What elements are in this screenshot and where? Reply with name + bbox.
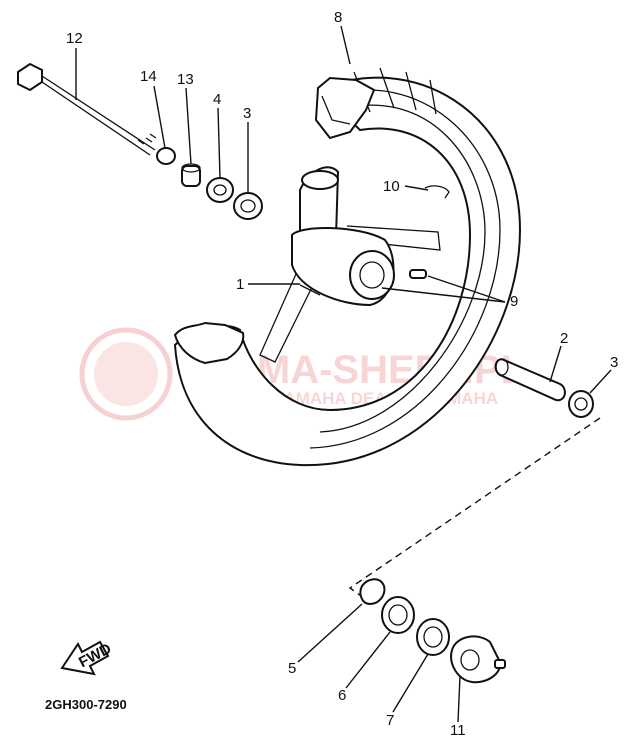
fwd-arrow-icon: FWD xyxy=(60,640,114,676)
callout-6: 6 xyxy=(338,687,346,704)
callout-10: 10 xyxy=(383,178,400,195)
washer-14[interactable] xyxy=(156,147,176,165)
callout-7: 7 xyxy=(386,712,394,729)
callout-8: 8 xyxy=(334,9,342,26)
tire[interactable] xyxy=(173,67,522,467)
catalog-code: 2GH300-7290 xyxy=(45,697,127,712)
bearing-4[interactable] xyxy=(206,177,234,203)
axle[interactable] xyxy=(17,62,157,156)
assembly-line xyxy=(348,417,601,605)
oil-seal-3-left[interactable] xyxy=(233,192,263,220)
collar-13[interactable] xyxy=(181,163,201,187)
callout-2: 2 xyxy=(560,330,568,347)
clip-10[interactable] xyxy=(424,185,450,199)
circlip-5[interactable] xyxy=(359,578,386,606)
bearing-7[interactable] xyxy=(416,618,450,656)
callout-4: 4 xyxy=(213,91,221,108)
callout-1: 1 xyxy=(236,276,244,293)
leader-lines xyxy=(75,25,612,723)
callout-9: 9 xyxy=(510,293,518,310)
callout-14: 14 xyxy=(140,68,157,85)
gear-unit-11[interactable] xyxy=(450,635,506,684)
oil-seal-3-right[interactable] xyxy=(568,390,594,418)
callout-13: 13 xyxy=(177,71,194,88)
callout-12: 12 xyxy=(66,30,83,47)
callout-11: 11 xyxy=(450,722,466,739)
callout-3-right: 3 xyxy=(610,354,618,371)
wheel-hub[interactable] xyxy=(259,166,441,363)
callout-5: 5 xyxy=(288,660,296,677)
collar-9[interactable] xyxy=(409,269,427,279)
callout-labels: 12 14 13 4 3 8 10 1 9 2 3 5 6 7 11 xyxy=(66,9,618,739)
oil-seal-6[interactable] xyxy=(381,596,415,634)
collar-2[interactable] xyxy=(494,358,566,402)
callout-3-left: 3 xyxy=(243,105,251,122)
